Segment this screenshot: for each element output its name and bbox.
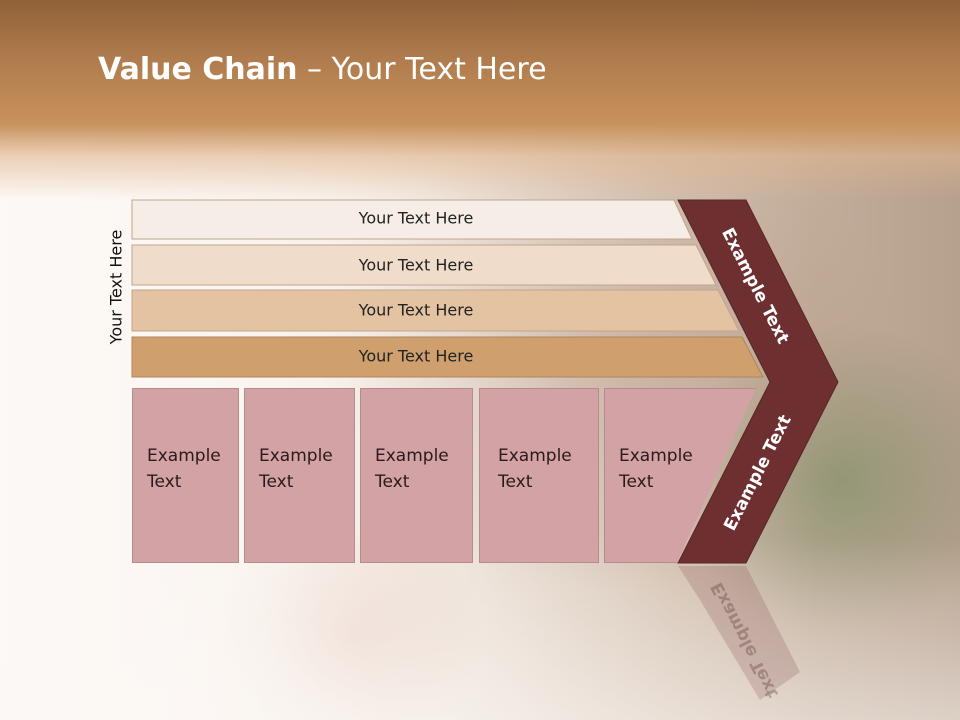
- row-4[interactable]: [131, 336, 764, 378]
- card-5-line2: Text: [619, 472, 654, 492]
- card-4[interactable]: Example Text: [479, 388, 599, 563]
- card-2-line2: Text: [259, 472, 294, 492]
- card-2[interactable]: Example Text: [244, 388, 355, 563]
- card-4-line1: Example: [498, 446, 572, 466]
- row-3-label: Your Text Here: [358, 301, 474, 320]
- card-3[interactable]: Example Text: [360, 388, 473, 563]
- card-1[interactable]: Example Text: [132, 388, 239, 563]
- row-2[interactable]: [131, 244, 717, 286]
- row-1[interactable]: [131, 199, 693, 240]
- title-rest: – Your Text Here: [297, 52, 547, 87]
- card-1-line2: Text: [147, 472, 182, 492]
- row-4-label: Your Text Here: [358, 347, 474, 366]
- slide-title: Value Chain – Your Text Here: [98, 52, 547, 87]
- card-3-line1: Example: [375, 446, 449, 466]
- chevron-arrow[interactable]: [677, 199, 839, 564]
- background-bottom-fade: [0, 540, 960, 720]
- title-bold: Value Chain: [98, 52, 298, 87]
- cards-reflection: Example Text Example Text Example Text E…: [0, 565, 960, 715]
- card-5-line1: Example: [619, 446, 693, 466]
- card-4-line2: Text: [498, 472, 533, 492]
- chevron-reflection: [678, 566, 800, 700]
- title-band: [0, 0, 960, 200]
- card-3-line2: Text: [375, 472, 410, 492]
- row-2-label: Your Text Here: [358, 256, 474, 275]
- row-1-label: Your Text Here: [358, 209, 474, 228]
- card-1-line1: Example: [147, 446, 221, 466]
- card-2-line1: Example: [259, 446, 333, 466]
- row-3[interactable]: [131, 289, 740, 332]
